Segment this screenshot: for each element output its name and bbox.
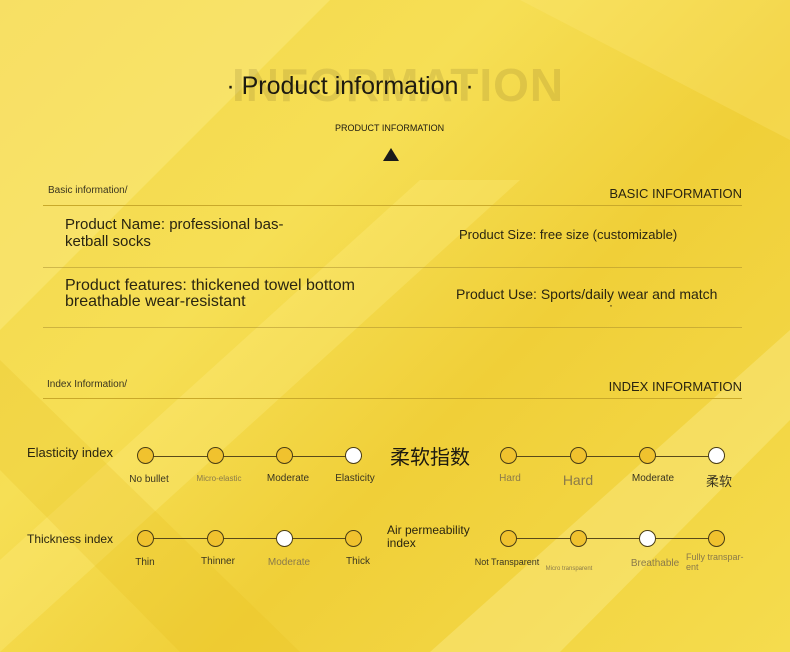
product-features-line1: Product features: thickened towel bottom	[65, 277, 355, 294]
index-section-label: Index Information/	[47, 379, 128, 390]
thickness-dot-2	[207, 530, 224, 547]
divider	[43, 398, 742, 399]
elasticity-dot-4-selected	[345, 447, 362, 464]
softness-dot-4-selected	[708, 447, 725, 464]
thickness-option-2: Thinner	[201, 556, 235, 567]
elasticity-dot-1	[137, 447, 154, 464]
product-use-dot: ·	[609, 298, 613, 312]
product-features: Product features: thickened towel bottom…	[65, 278, 355, 310]
thickness-option-4: Thick	[346, 556, 370, 567]
air-title-line1: Air permeability	[387, 523, 470, 537]
elasticity-index-title: Elasticity index	[27, 445, 113, 460]
product-features-line2: breathable wear-resistant	[65, 293, 246, 310]
air-dot-2	[570, 530, 587, 547]
thickness-dot-3-selected	[276, 530, 293, 547]
air-dot-4	[708, 530, 725, 547]
air-permeability-index-title: Air permeability index	[387, 524, 470, 550]
thickness-option-1: Thin	[135, 557, 155, 568]
elasticity-dot-3	[276, 447, 293, 464]
softness-option-3: Moderate	[631, 473, 675, 484]
air-dot-3-selected	[639, 530, 656, 547]
elasticity-option-1: No bullet	[129, 474, 169, 485]
ghost-heading: INFORMATION	[232, 59, 565, 111]
air-option-4-line2: ent	[686, 562, 699, 572]
air-option-1: Not Transparent	[474, 557, 540, 567]
softness-option-2: Hard	[562, 472, 594, 488]
air-title-line2: index	[387, 536, 416, 550]
product-name-line2: ketball socks	[65, 233, 151, 250]
basic-section-heading: BASIC INFORMATION	[609, 186, 742, 201]
air-track	[501, 538, 725, 539]
softness-option-1: Hard	[499, 473, 521, 484]
thickness-dot-4	[345, 530, 362, 547]
elasticity-option-3: Moderate	[266, 473, 310, 484]
thickness-option-3: Moderate	[267, 557, 311, 568]
triangle-icon	[383, 148, 399, 161]
divider	[43, 327, 742, 328]
air-option-2: Micro transparent	[545, 566, 593, 572]
air-option-4-line1: Fully transpar-	[686, 552, 744, 562]
softness-option-4: 柔软	[705, 475, 732, 490]
elasticity-track	[138, 456, 362, 457]
softness-dot-2	[570, 447, 587, 464]
index-section-heading: INDEX INFORMATION	[608, 379, 742, 394]
softness-track	[501, 456, 725, 457]
divider	[43, 205, 742, 206]
product-name-line1: Product Name: professional bas-	[65, 216, 284, 233]
product-use: Product Use: Sports/daily wear and match	[456, 286, 718, 302]
air-option-3: Breathable	[630, 558, 680, 569]
softness-index-title: 柔软指数	[390, 445, 470, 469]
elasticity-option-4: Elasticity	[335, 473, 375, 484]
softness-dot-3	[639, 447, 656, 464]
softness-dot-1	[500, 447, 517, 464]
air-option-4: Fully transpar- ent	[686, 552, 744, 572]
elasticity-dot-2	[207, 447, 224, 464]
elasticity-option-2: Micro-elastic	[196, 474, 242, 483]
thickness-dot-1	[137, 530, 154, 547]
product-name: Product Name: professional bas- ketball …	[65, 216, 283, 250]
page-title: · Product information ·	[226, 72, 474, 100]
thickness-track	[138, 538, 362, 539]
thickness-index-title: Thickness index	[27, 532, 114, 546]
page-subtitle: PRODUCT INFORMATION	[335, 123, 445, 133]
basic-section-label: Basic information/	[48, 185, 128, 196]
divider	[43, 267, 742, 268]
product-size: Product Size: free size (customizable)	[459, 227, 678, 242]
air-dot-1	[500, 530, 517, 547]
